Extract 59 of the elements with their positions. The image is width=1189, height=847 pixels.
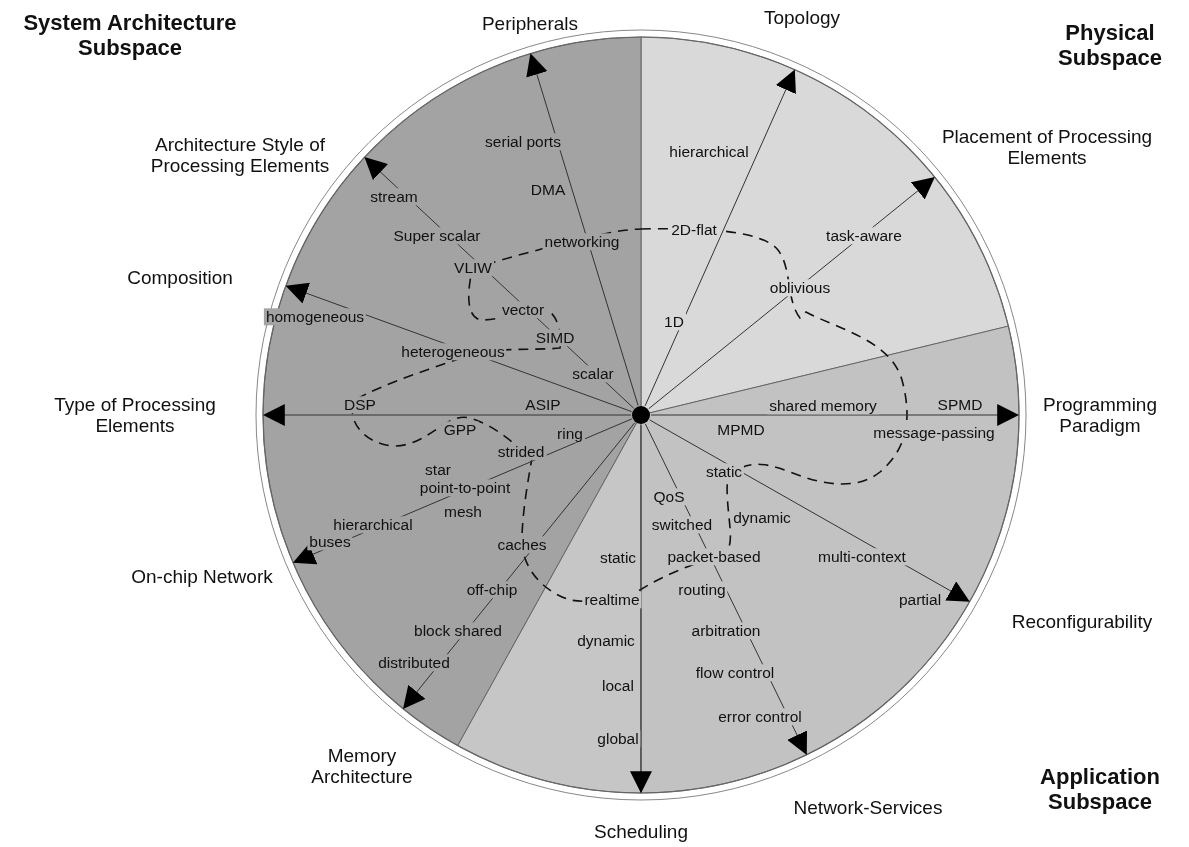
axis-value-label: packet-based xyxy=(665,548,763,566)
axis-value-label: arbitration xyxy=(689,622,763,640)
axis-value-label: distributed xyxy=(376,654,452,672)
axis-value-label: ring xyxy=(555,425,585,443)
axis-label: Type of Processing Elements xyxy=(40,393,230,437)
axis-value-label: global xyxy=(595,730,641,748)
axis-label: Reconfigurability xyxy=(1011,611,1153,633)
axis-value-label: shared memory xyxy=(767,397,879,415)
subspace-title: Physical Subspace xyxy=(1057,21,1163,71)
axis-value-label: strided xyxy=(495,443,547,461)
axis-value-label: realtime xyxy=(582,591,642,609)
axis-value-label: dynamic xyxy=(731,509,793,527)
subspace-title: Application Subspace xyxy=(1039,765,1161,815)
axis-value-label: buses xyxy=(307,533,353,551)
axis-value-label: SIMD xyxy=(533,329,577,347)
subspace-title: System Architecture Subspace xyxy=(22,11,238,61)
axis-value-label: flow control xyxy=(693,664,777,682)
axis-label: Architecture Style of Processing Elements xyxy=(125,133,355,177)
axis-value-label: caches xyxy=(495,536,549,554)
axis-value-label: homogeneous xyxy=(263,308,367,326)
axis-label: Topology xyxy=(763,7,841,29)
axis-arrow xyxy=(644,69,796,407)
axis-value-label: QoS xyxy=(651,488,687,506)
axis-arrow xyxy=(630,424,652,794)
axis-value-label: off-chip xyxy=(464,581,520,599)
axis-arrow xyxy=(650,404,1020,426)
axis-value-label: message-passing xyxy=(871,424,997,442)
axis-label: Programming Paradigm xyxy=(1040,393,1160,437)
axis-value-label: dynamic xyxy=(575,632,637,650)
axis-label: On-chip Network xyxy=(131,566,273,588)
axis-arrow xyxy=(526,53,639,406)
axis-arrow xyxy=(262,404,632,426)
axis-value-label: point-to-point xyxy=(417,479,513,497)
axis-label: Network-Services xyxy=(793,797,943,819)
axis-value-label: task-aware xyxy=(824,227,904,245)
axis-label: Memory Architecture xyxy=(302,744,422,788)
axis-value-label: serial ports xyxy=(483,133,563,151)
axis-value-label: 1D xyxy=(662,313,686,331)
axis-value-label: block shared xyxy=(412,622,504,640)
axis-value-label: oblivious xyxy=(767,279,833,297)
axis-value-label: routing xyxy=(676,581,728,599)
center-dot xyxy=(632,406,650,424)
axis-value-label: error control xyxy=(716,708,804,726)
axis-value-label: static xyxy=(703,463,745,481)
axis-value-label: stream xyxy=(368,188,420,206)
axis-value-label: heterogeneous xyxy=(399,343,507,361)
axis-label: Composition xyxy=(127,267,233,289)
axis-value-label: networking xyxy=(542,233,622,251)
axis-label: Peripherals xyxy=(481,13,579,35)
axis-value-label: switched xyxy=(649,516,715,534)
axis-value-label: multi-context xyxy=(816,548,908,566)
axis-label: Scheduling xyxy=(594,821,688,843)
axis-value-label: Super scalar xyxy=(391,227,483,245)
axis-label: Placement of Processing Elements xyxy=(937,125,1157,169)
axis-value-label: vector xyxy=(499,301,547,319)
axis-value-label: scalar xyxy=(570,365,616,383)
axis-value-label: DSP xyxy=(342,396,378,414)
axis-value-label: hierarchical xyxy=(331,516,415,534)
axis-value-label: VLIW xyxy=(452,259,494,277)
